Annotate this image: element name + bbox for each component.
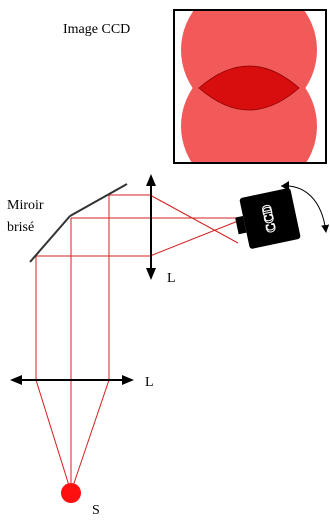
upper-lens-arrow-bottom	[146, 268, 156, 280]
mirror-label-line1: Miroir	[7, 198, 44, 213]
camera-body	[239, 188, 301, 249]
upper-lens-label: L	[167, 271, 176, 286]
source-point	[61, 483, 81, 503]
ccd-spot-overlap	[198, 65, 300, 111]
ccd-image-panel	[181, 10, 317, 163]
mirror-segment-lower	[29, 215, 71, 263]
upper-lens	[146, 174, 156, 280]
broken-mirror	[29, 183, 128, 263]
mirror-segment-upper	[69, 183, 128, 217]
source-label: S	[92, 503, 100, 516]
ccd-image-frame	[173, 9, 327, 164]
ray-source-right	[70, 379, 110, 493]
camera-lens-mount	[235, 215, 247, 235]
camera-label: CCD	[258, 203, 279, 234]
lower-lens-arrow-right	[122, 375, 134, 385]
ccd-camera: CCD	[235, 188, 301, 249]
lower-lens	[10, 375, 134, 385]
lower-lens-arrow-left	[10, 375, 22, 385]
upper-lens-arrow-top	[146, 174, 156, 186]
rotation-arrow-start-head	[281, 181, 289, 191]
beam-rays	[35, 194, 239, 493]
image-ccd-label: Image CCD	[63, 22, 130, 37]
ray-converge-top	[149, 194, 239, 244]
ray-source-left	[35, 379, 72, 493]
lower-lens-label: L	[145, 375, 154, 390]
ray-converge-bottom	[149, 220, 239, 257]
mirror-label-line2: brisé	[7, 220, 34, 235]
